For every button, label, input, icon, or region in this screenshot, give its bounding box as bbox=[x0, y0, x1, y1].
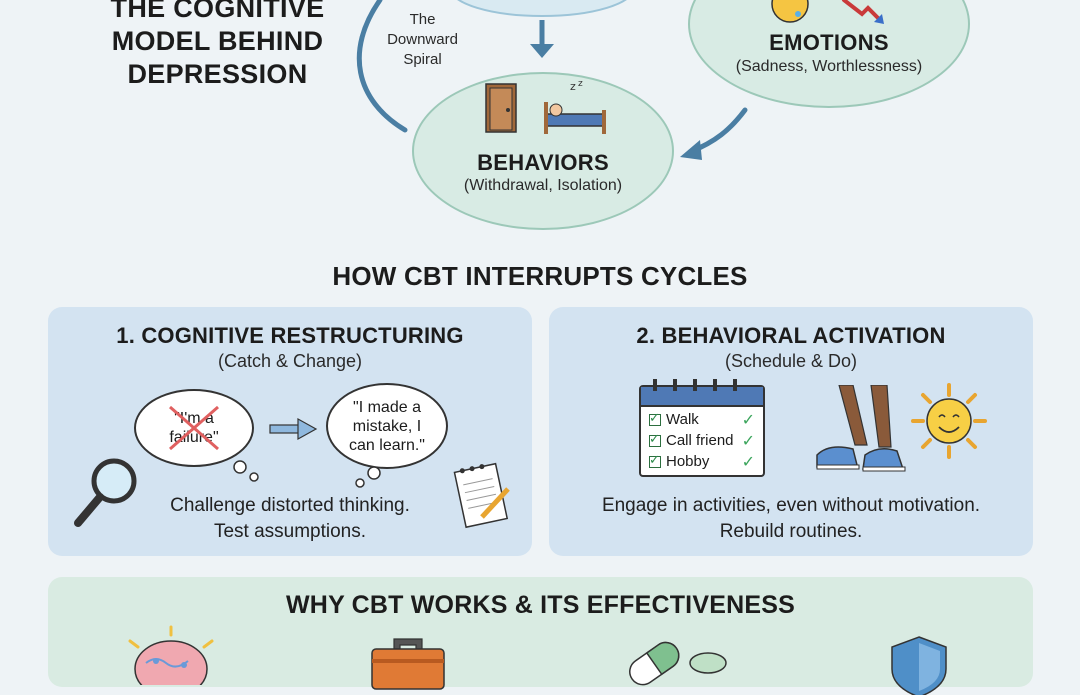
title-line-3: DEPRESSION bbox=[127, 59, 308, 89]
why-heading: WHY CBT WORKS & ITS EFFECTIVENESS bbox=[286, 591, 795, 619]
check-icon bbox=[649, 431, 661, 447]
emotions-title: EMOTIONS bbox=[769, 30, 889, 55]
thought-dots-1 bbox=[233, 460, 259, 482]
calendar-rings bbox=[653, 379, 737, 391]
behavioral-activation-panel: 2. BEHAVIORAL ACTIVATION (Schedule & Do)… bbox=[549, 307, 1033, 556]
panel1-description: Challenge distorted thinking. Test assum… bbox=[170, 495, 410, 542]
title-line-2: MODEL BEHIND bbox=[111, 26, 324, 56]
title-line-1: THE COGNITIVE bbox=[110, 0, 325, 23]
thoughts-ellipse bbox=[457, 0, 627, 17]
schedule-item-walk: Walk✓ bbox=[649, 409, 755, 430]
notepad-icon bbox=[453, 462, 510, 529]
spiral-label: The Downward Spiral bbox=[387, 11, 458, 68]
thought-dots-2 bbox=[355, 466, 381, 488]
magnifying-glass-icon bbox=[74, 458, 137, 527]
calendar-header bbox=[641, 387, 763, 407]
check-icon bbox=[649, 410, 661, 426]
calendar-list: Walk✓ Call friend✓ Hobby✓ bbox=[641, 407, 763, 474]
down-arrow-head bbox=[530, 44, 554, 58]
behaviors-subtitle: (Withdrawal, Isolation) bbox=[463, 177, 623, 194]
check-icon bbox=[649, 452, 661, 468]
shield-icon bbox=[891, 636, 947, 695]
cognitive-restructuring-panel: 1. COGNITIVE RESTRUCTURING (Catch & Chan… bbox=[48, 307, 532, 556]
schedule-item-hobby: Hobby✓ bbox=[649, 451, 755, 472]
panel2-title: 2. BEHAVIORAL ACTIVATION bbox=[636, 323, 946, 348]
tick-icon: ✓ bbox=[741, 453, 755, 471]
cross-out-icon bbox=[169, 405, 219, 451]
svg-text:z: z bbox=[570, 80, 576, 93]
change-arrow-icon bbox=[269, 417, 318, 441]
sad-face-icon bbox=[771, 0, 809, 23]
tick-icon: ✓ bbox=[741, 432, 755, 450]
calendar-icon: Walk✓ Call friend✓ Hobby✓ bbox=[639, 385, 765, 477]
door-icon bbox=[485, 83, 517, 133]
panel1-subtitle: (Catch & Change) bbox=[217, 351, 363, 371]
why-cbt-works-panel: WHY CBT WORKS & ITS EFFECTIVENESS bbox=[48, 577, 1033, 695]
spiral-curve bbox=[356, 0, 408, 133]
panel1-title: 1. COGNITIVE RESTRUCTURING bbox=[116, 323, 464, 348]
interrupt-heading: HOW CBT INTERRUPTS CYCLES bbox=[332, 261, 748, 291]
pill-icon bbox=[629, 641, 727, 686]
cycle-arrows bbox=[356, 0, 748, 160]
svg-text:z: z bbox=[578, 79, 583, 89]
sleeping-bed-icon: z z bbox=[544, 79, 606, 134]
tying-shoes-icon bbox=[816, 385, 906, 472]
positive-thought-bubble: "I made a mistake, I can learn." bbox=[326, 383, 448, 469]
panel2-subtitle: (Schedule & Do) bbox=[724, 351, 858, 371]
toolbox-icon bbox=[371, 638, 445, 690]
brain-icon bbox=[128, 625, 214, 685]
emotions-subtitle: (Sadness, Worthlessness) bbox=[735, 58, 923, 75]
behaviors-node: z z BEHAVIORS (Withdrawal, Isolation) bbox=[412, 72, 674, 230]
main-title: THE COGNITIVE MODEL BEHIND DEPRESSION bbox=[85, 0, 350, 91]
schedule-item-call: Call friend✓ bbox=[649, 430, 755, 451]
panel2-description: Engage in activities, even without motiv… bbox=[601, 495, 981, 542]
tick-icon: ✓ bbox=[741, 411, 755, 429]
down-arrow-icon bbox=[842, 0, 884, 24]
emotions-node: EMOTIONS (Sadness, Worthlessness) bbox=[688, 0, 970, 108]
smiling-sun-icon bbox=[911, 383, 987, 459]
behaviors-title: BEHAVIORS bbox=[477, 150, 609, 175]
